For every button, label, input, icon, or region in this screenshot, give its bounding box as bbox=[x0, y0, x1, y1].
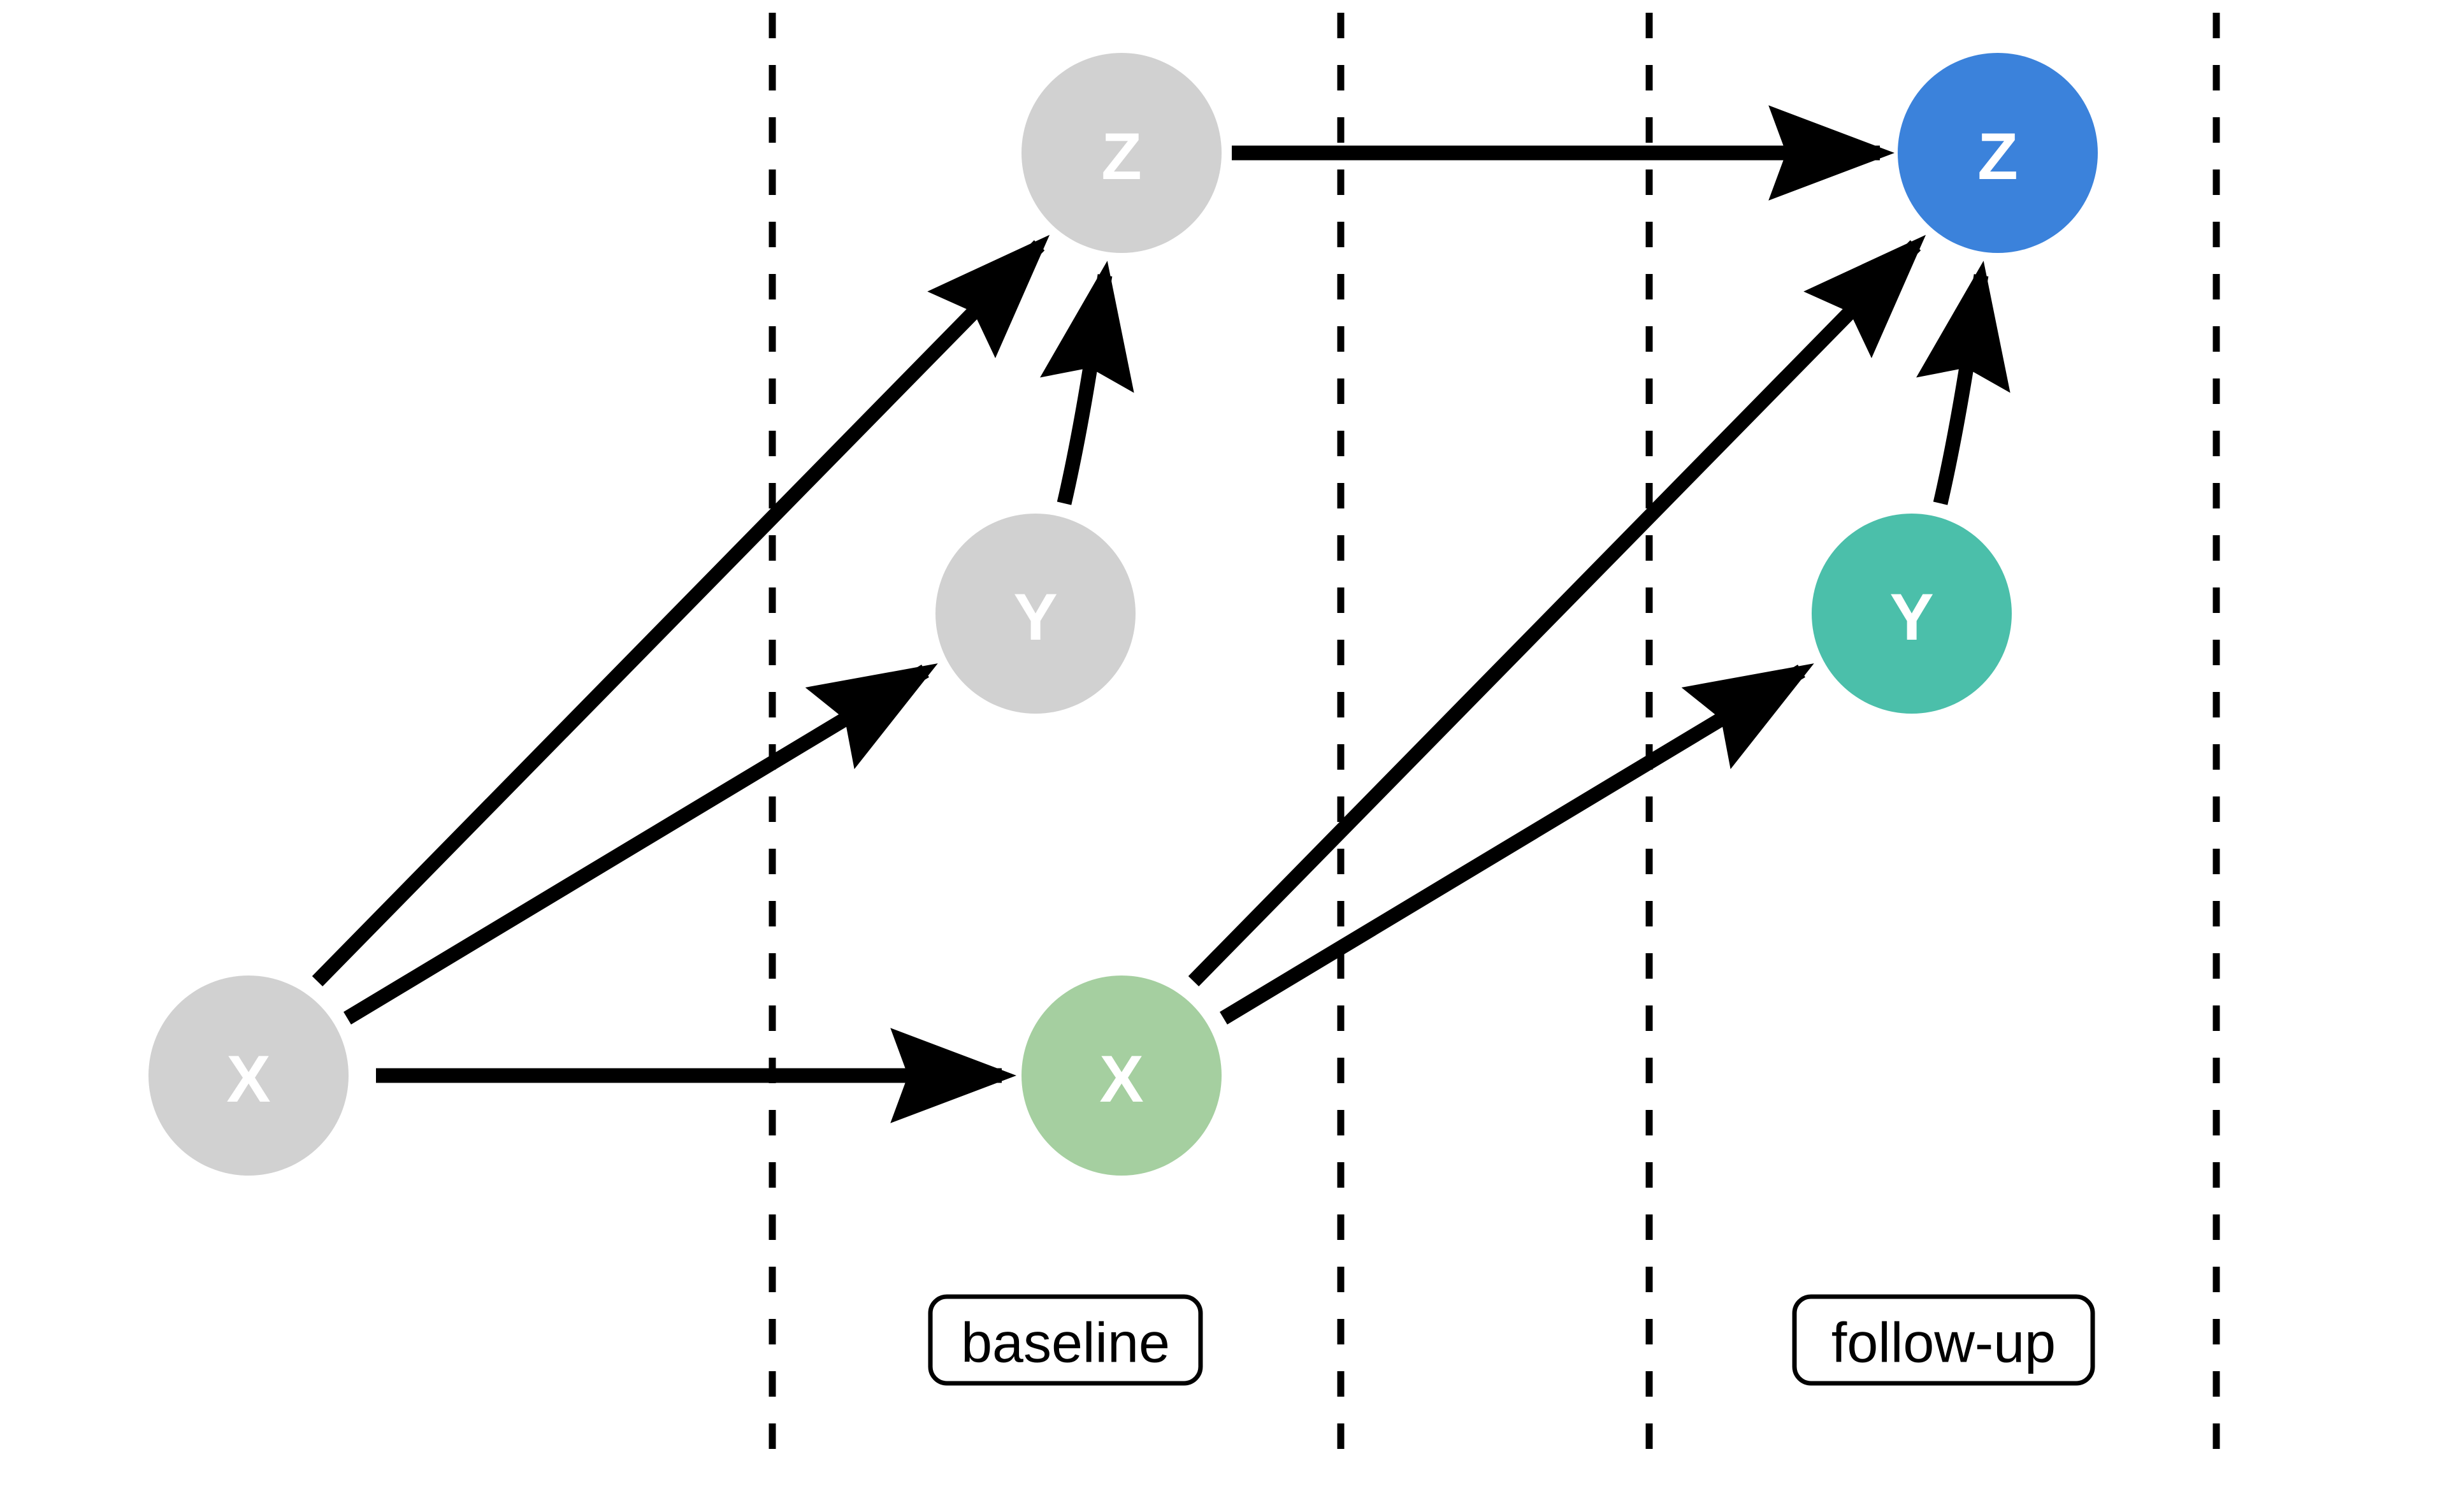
node-circle[interactable] bbox=[148, 976, 349, 1176]
node-z-follow-up[interactable]: Z bbox=[1898, 53, 2098, 253]
node-label: Y bbox=[1013, 580, 1057, 654]
period-label-box bbox=[928, 1294, 1203, 1386]
node-y-follow-up[interactable]: Y bbox=[1812, 514, 2012, 714]
period-label-text: follow-up bbox=[1831, 1311, 2056, 1374]
node-circle[interactable] bbox=[1021, 976, 1222, 1176]
node-circle[interactable] bbox=[1898, 53, 2098, 253]
node-x-baseline[interactable]: X bbox=[1021, 976, 1222, 1176]
node-label: X bbox=[226, 1042, 270, 1116]
period-label-followup[interactable]: follow-up bbox=[1792, 1294, 2095, 1386]
edge-yfu-to-zfu bbox=[1916, 261, 2010, 505]
node-x-pre-baseline[interactable]: X bbox=[148, 976, 349, 1176]
node-label: Z bbox=[1101, 120, 1142, 194]
edge-ypre-to-zpre bbox=[1040, 261, 1134, 505]
nodes-group: Z Y X X Z Y bbox=[148, 53, 2098, 1176]
edges-group bbox=[312, 105, 2010, 1123]
node-label: Z bbox=[1977, 120, 2018, 194]
edge-xpre-to-ypre bbox=[343, 663, 938, 1025]
node-y-pre-baseline[interactable]: Y bbox=[935, 514, 1136, 714]
node-label: Y bbox=[1889, 580, 1933, 654]
edge-xpre-to-zpre bbox=[312, 234, 1050, 987]
edge-xbase-to-yfu bbox=[1220, 663, 1814, 1025]
period-labels-group: baseline follow-up bbox=[928, 1294, 2095, 1386]
timeline-markers bbox=[769, 13, 2220, 1459]
node-circle[interactable] bbox=[1812, 514, 2012, 714]
node-label: X bbox=[1099, 1042, 1143, 1116]
period-label-baseline[interactable]: baseline bbox=[928, 1294, 1203, 1386]
node-circle[interactable] bbox=[935, 514, 1136, 714]
period-label-text: baseline bbox=[961, 1311, 1170, 1374]
period-label-box bbox=[1792, 1294, 2095, 1386]
node-z-pre-baseline[interactable]: Z bbox=[1021, 53, 1222, 253]
node-circle[interactable] bbox=[1021, 53, 1222, 253]
edge-xbase-to-zfu bbox=[1188, 234, 1926, 987]
